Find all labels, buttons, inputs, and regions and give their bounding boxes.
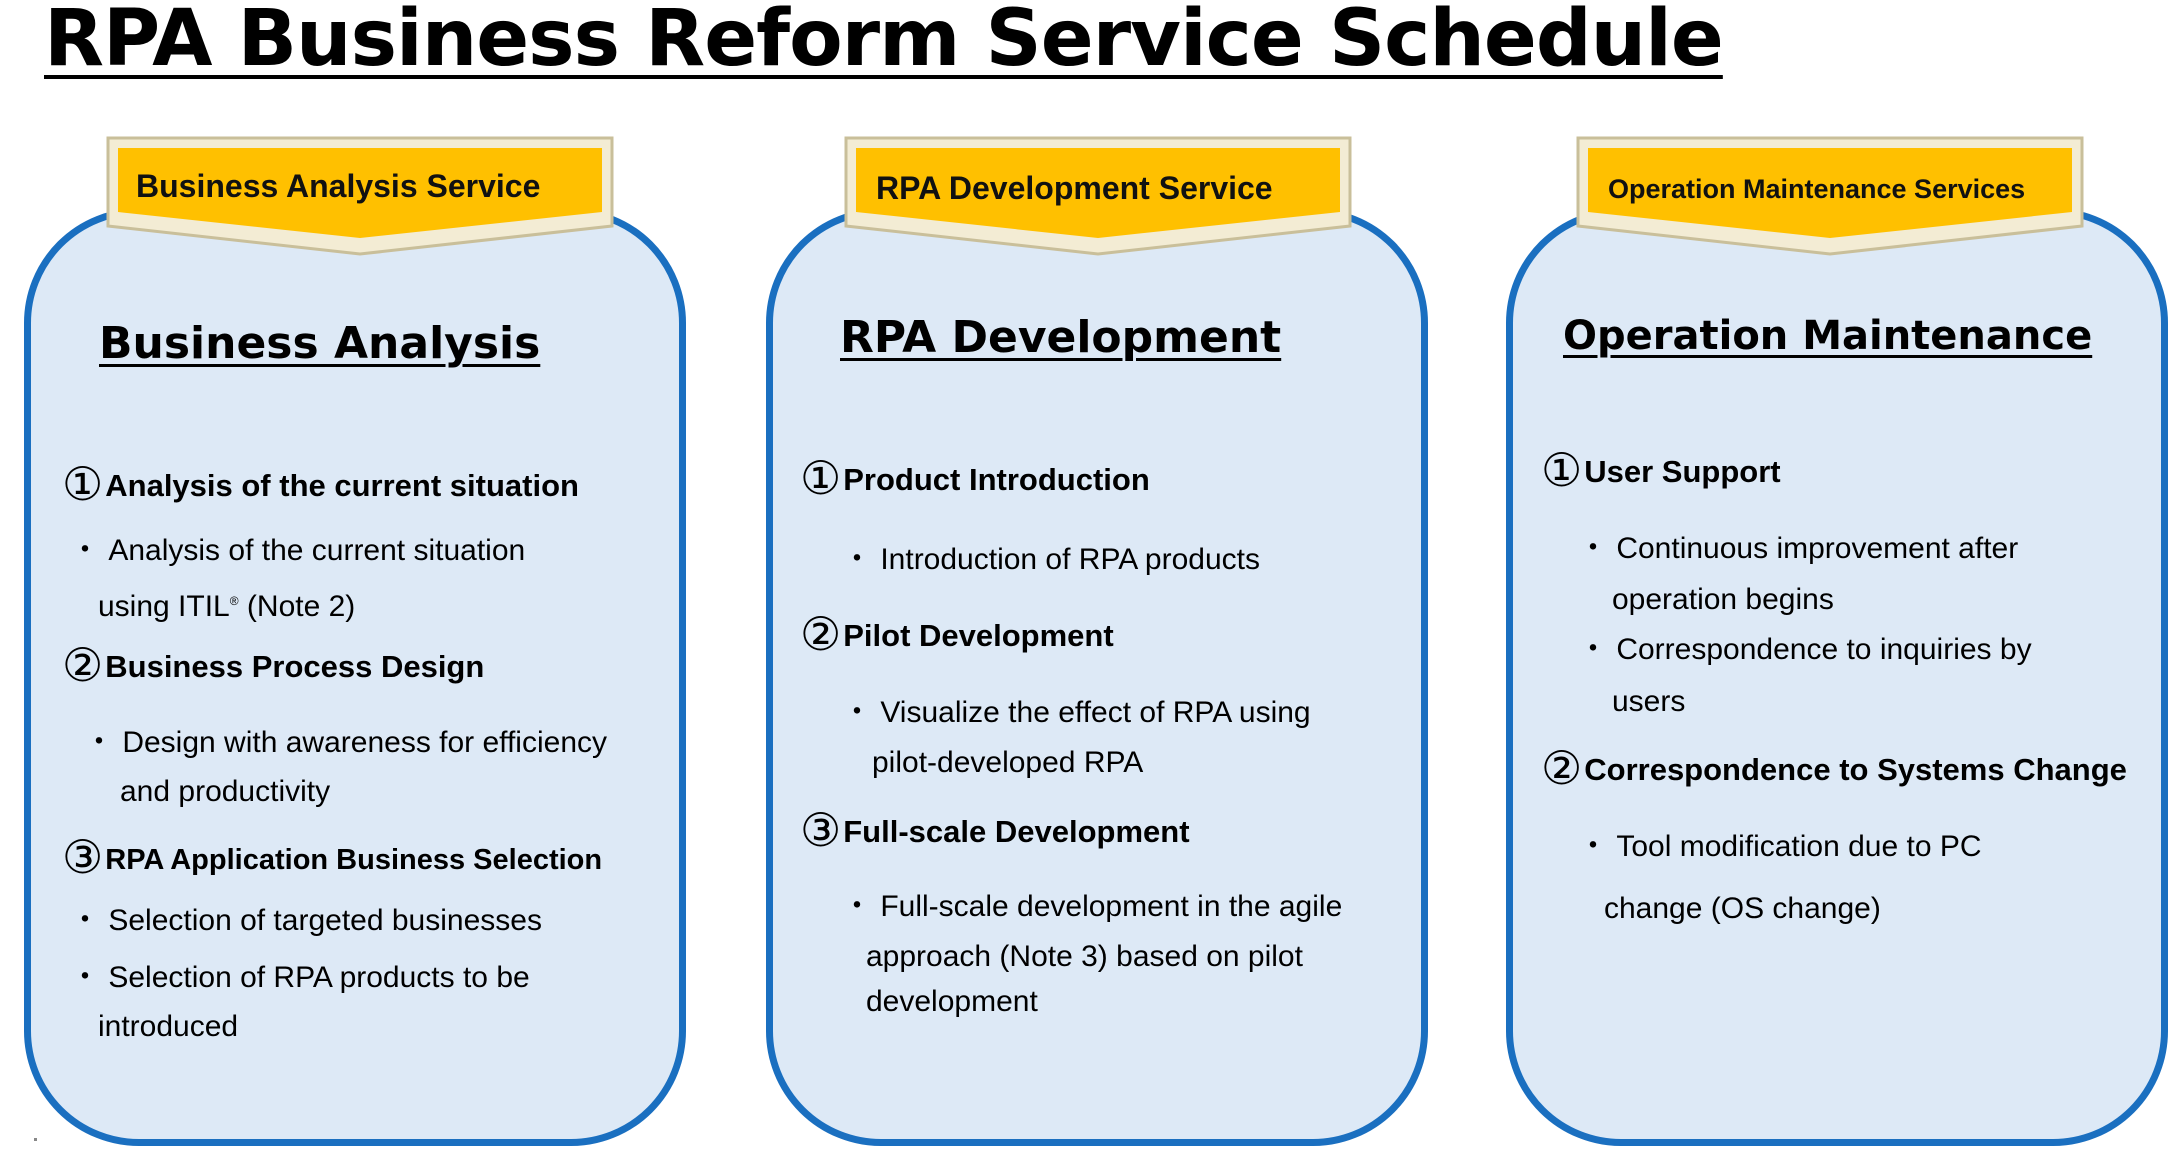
page-title: RPA Business Reform Service Schedule: [44, 0, 1724, 84]
bullet-text: ・ Selection of RPA products to be: [70, 961, 530, 994]
banner-rpa-development: RPA Development Service: [844, 136, 1352, 258]
bullet-text: users: [1612, 685, 1686, 718]
bullet-text: and productivity: [120, 775, 331, 808]
bullet-text: introduced: [98, 1010, 239, 1043]
bullet-text: ・ Selection of targeted businesses: [70, 904, 542, 937]
item-heading: ②Business Process Design: [62, 639, 485, 691]
bullet-text: approach (Note 3) based on pilot: [866, 940, 1303, 973]
item-heading: ②Pilot Development: [800, 608, 1114, 660]
bullet-text: ・ Design with awareness for efficiency: [84, 726, 608, 759]
bullet-text: ・ Analysis of the current situation: [70, 534, 526, 567]
bullet-text: ・ Tool modification due to PC: [1578, 830, 1982, 863]
bullet-text: development: [866, 985, 1038, 1018]
item-heading: ③Full-scale Development: [800, 804, 1190, 856]
item-heading: ③RPA Application Business Selection: [62, 831, 603, 883]
bullet-text: ・ Visualize the effect of RPA using: [842, 696, 1311, 729]
bullet-text: operation begins: [1612, 583, 1834, 616]
panel-operation-maintenance: [1506, 208, 2168, 1146]
bullet-text: ・ Continuous improvement after: [1578, 532, 2019, 565]
bullet-text: ・ Full-scale development in the agile: [842, 890, 1343, 923]
bullet-text: ・ Correspondence to inquiries by: [1578, 633, 2032, 666]
panel-title: RPA Development: [840, 312, 1282, 363]
panel-title: Business Analysis: [99, 318, 541, 369]
panel-business-analysis: [24, 208, 686, 1146]
banner-label: Operation Maintenance Services: [1608, 174, 2026, 204]
item-heading: ①Analysis of the current situation: [62, 458, 579, 510]
bullet-text: ・ Introduction of RPA products: [842, 543, 1260, 576]
item-heading: ①User Support: [1541, 444, 1781, 496]
banner-label: Business Analysis Service: [136, 168, 541, 204]
banner-operation-maintenance: Operation Maintenance Services: [1576, 136, 2084, 258]
item-heading: ①Product Introduction: [800, 452, 1150, 504]
bullet-text: change (OS change): [1604, 892, 1881, 925]
bullet-text: pilot-developed RPA: [872, 746, 1144, 779]
banner-label: RPA Development Service: [876, 170, 1273, 206]
item-heading: ②Correspondence to Systems Change: [1541, 742, 2127, 794]
panel-rpa-development: [766, 208, 1428, 1146]
bullet-text: using ITIL® (Note 2): [98, 590, 356, 623]
panel-title: Operation Maintenance: [1563, 313, 2093, 359]
corner-mark: [34, 1138, 37, 1141]
banner-business-analysis: Business Analysis Service: [106, 136, 614, 258]
